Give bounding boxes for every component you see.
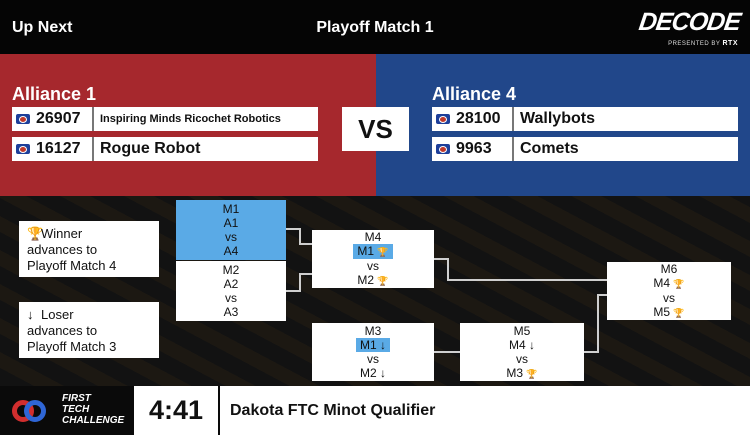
trophy-icon: 🏆 (377, 276, 389, 286)
alliance-right-name: Alliance 4 (432, 84, 517, 104)
match-vs: vs (663, 291, 675, 305)
match-slot-b: M5 🏆 (653, 305, 685, 319)
bracket-connector (447, 279, 607, 281)
match-vs: vs (367, 352, 379, 366)
match-slot-b: A3 (223, 305, 239, 319)
team-row: 16127 Rogue Robot (12, 137, 318, 161)
down-arrow-icon: ↓ (380, 366, 386, 380)
logo-sponsor-line: PRESENTED BY RTX (668, 40, 738, 47)
bracket-connector (286, 290, 300, 292)
logo-sponsor: RTX (722, 40, 738, 47)
bracket-connector (286, 228, 300, 230)
match-vs: vs (225, 230, 237, 244)
team-row: 9963 Comets (432, 137, 738, 161)
team-name: Inspiring Minds Ricochet Robotics (94, 107, 318, 131)
bracket-connector (597, 294, 607, 296)
playoff-bracket: 🏆Winner advances to Playoff Match 4 ↓Los… (0, 196, 750, 386)
team-name: Comets (514, 137, 738, 161)
bracket-connector (299, 273, 312, 275)
match-slot-a: M4 🏆 (653, 276, 685, 290)
team-name: Rogue Robot (94, 137, 318, 161)
match-m6-box: M6 M4 🏆 vs M5 🏆 (607, 262, 731, 320)
alliance-left-name: Alliance 1 (12, 84, 97, 104)
team-number-box: 9963 (432, 137, 514, 161)
match-m5-box: M5 M4 ↓ vs M3 🏆 (460, 323, 584, 381)
flag-icon (436, 144, 450, 154)
match-slot-a: M1 ↓ (355, 338, 390, 352)
flag-icon (16, 144, 30, 154)
alliance-right-panel: Alliance 4 28100 Wallybots 9963 Comets (376, 54, 750, 196)
team-name: Wallybots (514, 107, 738, 131)
bracket-connector (584, 351, 598, 353)
bracket-connector (434, 351, 460, 353)
down-arrow-icon: ↓ (380, 338, 386, 352)
team-row: 26907 Inspiring Minds Ricochet Robotics (12, 107, 318, 131)
match-slot-a: A2 (223, 277, 239, 291)
bracket-connector (597, 294, 599, 353)
team-number-box: 16127 (12, 137, 94, 161)
trophy-icon: 🏆 (27, 226, 44, 241)
winner-legend: 🏆Winner advances to Playoff Match 4 (19, 221, 159, 277)
team-number: 16127 (36, 140, 81, 157)
match-slot-a: M1 🏆 (353, 244, 393, 259)
team-number-box: 28100 (432, 107, 514, 131)
match-title: M2 (222, 263, 240, 277)
match-title: M5 (513, 323, 531, 338)
down-arrow-icon: ↓ (529, 337, 535, 352)
decode-logo: DECODE PRESENTED BY RTX (637, 8, 742, 50)
match-title: M3 (364, 324, 382, 338)
first-tech-challenge-logo: FIRST TECH CHALLENGE (6, 390, 136, 430)
match-slot-b: M2 🏆 (357, 273, 389, 287)
match-m4-box: M4 M1 🏆 vs M2 🏆 (312, 230, 434, 288)
team-row: 28100 Wallybots (432, 107, 738, 131)
trophy-icon: 🏆 (377, 247, 389, 257)
bracket-connector (447, 258, 449, 280)
trophy-icon: 🏆 (673, 279, 685, 289)
decode-logo-word: DECODE (637, 8, 743, 36)
vs-badge: VS (342, 107, 409, 151)
first-logo-text: FIRST TECH CHALLENGE (62, 393, 125, 426)
match-title: M6 (660, 262, 678, 276)
match-title: M1 (222, 202, 240, 216)
team-number: 28100 (456, 110, 501, 127)
trophy-icon: 🏆 (673, 308, 685, 318)
team-number: 26907 (36, 110, 81, 127)
trophy-icon: 🏆 (526, 368, 538, 379)
alliance-left-panel: Alliance 1 26907 Inspiring Minds Ricoche… (0, 54, 376, 196)
flag-icon (16, 114, 30, 124)
match-slot-b: A4 (223, 244, 239, 258)
match-slot-a: A1 (223, 216, 239, 230)
team-number-box: 26907 (12, 107, 94, 131)
event-name: Dakota FTC Minot Qualifier (220, 386, 750, 435)
match-slot-a: M4 ↓ (508, 337, 535, 352)
match-title: M4 (364, 230, 382, 244)
team-number: 9963 (456, 140, 492, 157)
bracket-connector (299, 228, 301, 244)
match-m2-box: M2 A2 vs A3 (176, 261, 286, 321)
bracket-connector (299, 243, 312, 245)
first-logo-icon (10, 396, 56, 426)
bottom-bar: FIRST TECH CHALLENGE 4:41 Dakota FTC Min… (0, 386, 750, 435)
match-vs: vs (367, 259, 379, 273)
match-m3-box: M3 M1 ↓ vs M2 ↓ (312, 323, 434, 381)
match-slot-b: M2 ↓ (359, 366, 386, 380)
match-slot-b: M3 🏆 (506, 365, 538, 380)
down-arrow-icon: ↓ (27, 307, 34, 322)
loser-legend: ↓Loser advances to Playoff Match 3 (19, 302, 159, 358)
top-bar: Up Next Playoff Match 1 DECODE PRESENTED… (0, 0, 750, 54)
match-timer: 4:41 (134, 386, 218, 435)
match-title: Playoff Match 1 (316, 19, 434, 36)
match-m1-box: M1 A1 vs A4 (176, 200, 286, 260)
bracket-connector (299, 274, 301, 292)
match-vs: vs (225, 291, 237, 305)
up-next-label: Up Next (12, 19, 73, 36)
match-vs: vs (516, 351, 528, 366)
flag-icon (436, 114, 450, 124)
logo-presented-by: PRESENTED BY (668, 41, 721, 47)
bracket-connector (434, 258, 448, 260)
